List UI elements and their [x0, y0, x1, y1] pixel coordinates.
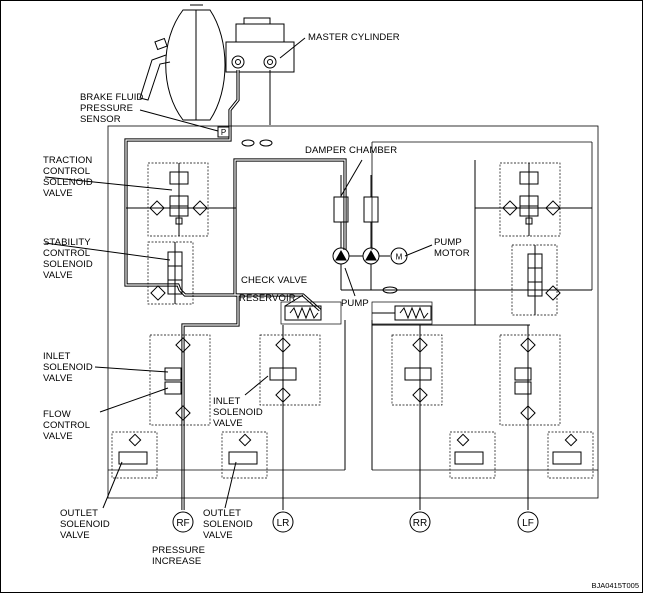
- label-outlet-solenoid-valve-left: OUTLET SOLENOID VALVE: [60, 508, 110, 541]
- reservoir-housing: [371, 301, 433, 325]
- reservoir-right: [372, 305, 432, 321]
- stability-control-valve-left: [147, 241, 194, 305]
- pump-leader: [344, 267, 356, 297]
- label-damper-chamber: DAMPER CHAMBER: [305, 145, 398, 156]
- reservoir-left: [284, 294, 322, 321]
- brake-pedal: [139, 37, 171, 101]
- primary-circuit-inner: [125, 70, 346, 510]
- brake-booster: [165, 4, 226, 121]
- inlet-valve-rr: [391, 325, 443, 510]
- outlet-valve-lf: [547, 431, 594, 479]
- label-flow-control-valve: FLOW CONTROL VALVE: [43, 409, 91, 442]
- port-lf: [517, 511, 539, 533]
- label-master-cylinder: MASTER CYLINDER: [308, 32, 400, 43]
- orifice: [241, 139, 255, 147]
- motor-symbol: M: [396, 253, 403, 262]
- outlet-valve-rr: [449, 431, 496, 479]
- master-cylinder: [225, 17, 295, 73]
- inlet-valve-lf: [499, 325, 561, 510]
- traction-leader: [44, 176, 173, 191]
- label-brake-fluid-pressure-sensor: BRAKE FLUID PRESSURE SENSOR: [80, 92, 144, 125]
- port-lr-label: LR: [277, 518, 290, 529]
- label-inlet-solenoid-valve-left: INLET SOLENOID VALVE: [43, 351, 93, 384]
- inlet-valve-rf: [149, 334, 211, 426]
- orifice: [259, 139, 273, 147]
- pump: [332, 247, 390, 290]
- label-reservoir: RESERVOIR: [239, 293, 296, 304]
- outlet-leader-left: [102, 461, 123, 509]
- pump-motor: [390, 244, 433, 265]
- port-lr: [272, 511, 294, 533]
- outlet-leader-mid: [224, 461, 237, 509]
- traction-control-valve-right: [475, 162, 592, 237]
- label-pump: PUMP: [341, 298, 369, 309]
- label-outlet-solenoid-valve-mid: OUTLET SOLENOID VALVE: [203, 508, 253, 541]
- label-pressure-increase: PRESSURE INCREASE: [152, 545, 206, 567]
- traction-control-valve-left: [126, 162, 236, 237]
- label-stability-control-solenoid-valve: STABILITY CONTROL SOLENOID VALVE: [43, 237, 93, 281]
- flow-control-leader: [99, 387, 169, 413]
- inlet-valve-lr: [259, 325, 321, 510]
- pressure-sensor-symbol: P: [221, 128, 226, 137]
- outlet-valve-rf: [111, 431, 158, 479]
- pressure-sensor: [139, 109, 230, 138]
- outlet-valve-lr: [221, 431, 268, 479]
- port-rf-label: RF: [176, 518, 189, 529]
- label-traction-control-solenoid-valve: TRACTION CONTROL SOLENOID VALVE: [43, 155, 93, 199]
- inlet-leader-left: [94, 366, 169, 373]
- stability-leader: [44, 242, 171, 261]
- label-inlet-solenoid-valve-mid: INLET SOLENOID VALVE: [213, 396, 263, 429]
- master-cylinder-leader: [279, 37, 306, 59]
- inlet-leader-mid: [244, 375, 269, 396]
- port-rr-label: RR: [413, 518, 427, 529]
- stability-control-valve-right: [511, 244, 561, 316]
- label-pump-motor: PUMP MOTOR: [434, 237, 470, 259]
- label-check-valve: CHECK VALVE: [241, 275, 308, 286]
- figure-code: BJA0415T005: [591, 581, 639, 590]
- port-rf: [172, 511, 194, 533]
- reservoir-housing: [280, 301, 342, 325]
- port-lf-label: LF: [522, 518, 534, 529]
- port-rr: [409, 511, 431, 533]
- hcu-box: [107, 125, 599, 499]
- damper-chamber: [333, 159, 379, 248]
